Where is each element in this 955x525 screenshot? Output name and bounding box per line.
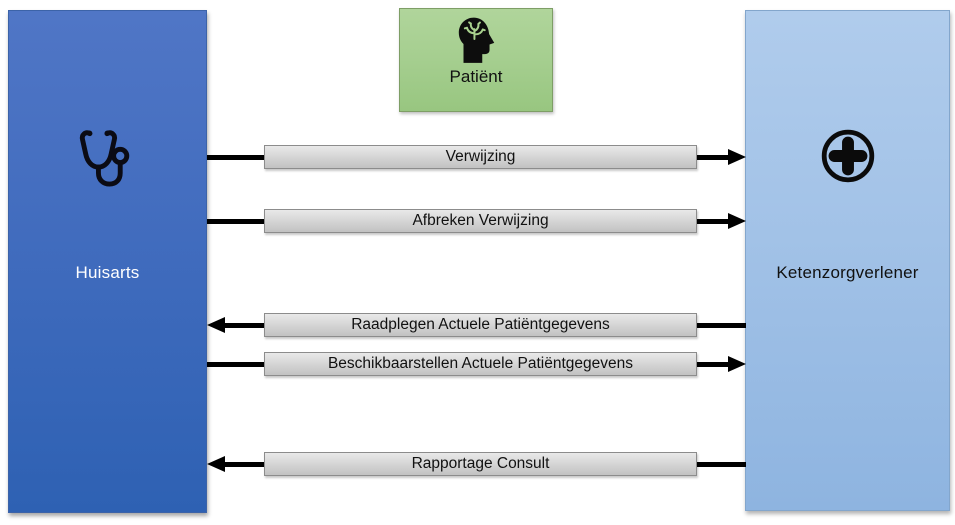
- actor-ketenzorgverlener: Ketenzorgverlener: [745, 10, 950, 511]
- flow-verwijzing: Verwijzing: [0, 145, 955, 169]
- actor-ketenzorgverlener-label: Ketenzorgverlener: [776, 263, 919, 282]
- patient-head-brain-icon: [458, 17, 495, 63]
- arrow-line: [207, 361, 264, 367]
- flow-label-afbreken-verwijzing: Afbreken Verwijzing: [264, 209, 697, 233]
- arrow-line: [697, 361, 729, 367]
- arrow-head-left-icon: [207, 456, 225, 472]
- arrow-line: [207, 154, 264, 160]
- flow-label-verwijzing: Verwijzing: [264, 145, 697, 169]
- arrow-line: [697, 154, 729, 160]
- arrow-line: [224, 461, 264, 467]
- flow-afbreken-verwijzing: Afbreken Verwijzing: [0, 209, 955, 233]
- arrow-head-right-icon: [728, 356, 746, 372]
- medical-plus-icon: [821, 129, 874, 183]
- arrow-line: [207, 218, 264, 224]
- actor-huisarts: Huisarts: [8, 10, 207, 513]
- arrow-line: [697, 461, 746, 467]
- actor-patient-label: Patiënt: [449, 67, 503, 86]
- arrow-line: [697, 322, 746, 328]
- arrow-head-right-icon: [728, 213, 746, 229]
- arrow-head-right-icon: [728, 149, 746, 165]
- arrow-line: [697, 218, 729, 224]
- flow-raadplegen-actuele-patientgegevens: Raadplegen Actuele Patiëntgegevens: [0, 313, 955, 337]
- flow-label-raadplegen: Raadplegen Actuele Patiëntgegevens: [264, 313, 697, 337]
- flow-beschikbaarstellen-actuele-patientgegevens: Beschikbaarstellen Actuele Patiëntgegeve…: [0, 352, 955, 376]
- arrow-line: [224, 322, 264, 328]
- flow-rapportage-consult: Rapportage Consult: [0, 452, 955, 476]
- flow-label-rapportage-consult: Rapportage Consult: [264, 452, 697, 476]
- stethoscope-icon: [79, 130, 129, 187]
- actor-huisarts-label: Huisarts: [75, 263, 140, 282]
- arrow-head-left-icon: [207, 317, 225, 333]
- flow-label-beschikbaarstellen: Beschikbaarstellen Actuele Patiëntgegeve…: [264, 352, 697, 376]
- actor-patient: Patiënt: [399, 8, 553, 112]
